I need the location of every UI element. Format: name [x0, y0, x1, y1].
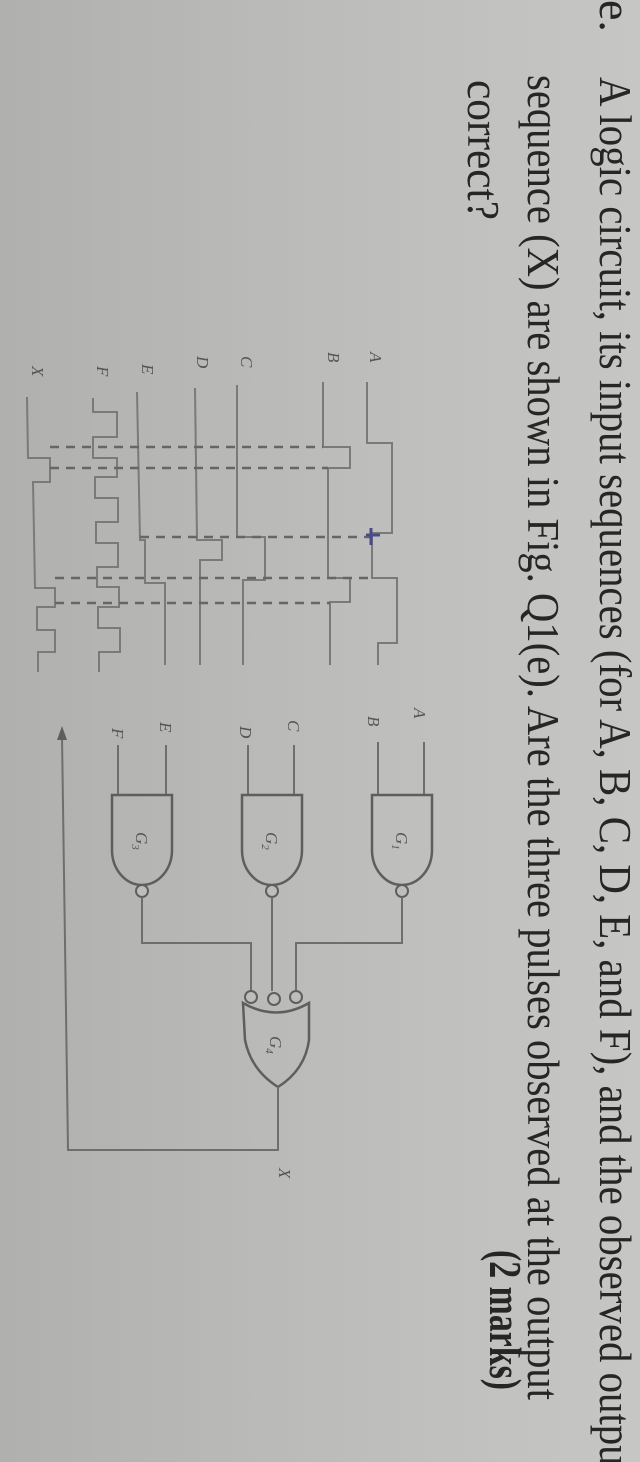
gate-label-g3: G3 — [129, 832, 151, 850]
gate-label-g4: G4 — [263, 1036, 285, 1054]
input-label-e: E — [156, 721, 175, 733]
pen-mark — [366, 528, 380, 545]
inverter-bubble-icon — [289, 990, 303, 1004]
output-feedback-wire — [61, 735, 279, 1151]
gate-label-g2: G2 — [259, 832, 281, 850]
timing-label-e: E — [138, 363, 157, 375]
wire-g3-to-g4 — [141, 897, 252, 991]
input-label-c: C — [284, 720, 303, 732]
question-line-2: sequence (X) are shown in Fig. Q1(e). Ar… — [518, 75, 569, 1400]
inverter-bubble-icon — [395, 884, 409, 898]
input-label-b: B — [364, 716, 383, 727]
input-label-f: F — [108, 727, 127, 739]
question-line-3: correct? — [458, 80, 509, 220]
waveform-d — [194, 387, 223, 665]
output-label-x: X — [275, 1167, 294, 1179]
wire-g1-to-g4 — [295, 897, 403, 991]
question-line-1: A logic circuit, its input sequences (fo… — [590, 77, 640, 1462]
timing-label-d: D — [193, 355, 212, 369]
waveform-x — [26, 396, 56, 672]
or-gate-g4 — [241, 1000, 311, 1089]
inverter-bubble-icon — [244, 990, 258, 1004]
waveform-e — [136, 391, 166, 665]
waveform-f — [92, 398, 121, 672]
timing-diagram: A B C D E F X — [26, 351, 398, 672]
gate-label-g1: G1 — [389, 832, 411, 850]
waveform-c — [236, 385, 266, 665]
timing-label-c: C — [237, 356, 256, 368]
input-label-a: A — [410, 707, 429, 719]
waveform-b — [322, 382, 351, 665]
logic-circuit: A B C D E F G1 G2 G3 G4 X — [57, 707, 434, 1179]
arrow-up-icon — [57, 726, 67, 740]
inverter-bubble-icon — [135, 884, 149, 898]
inverter-bubble-icon — [267, 992, 281, 1006]
question-label: e. — [590, 0, 640, 32]
inverter-bubble-icon — [265, 884, 279, 898]
timing-label-b: B — [324, 352, 343, 363]
timing-label-a: A — [366, 351, 385, 363]
question-block: e. A logic circuit, its input sequences … — [458, 0, 640, 1462]
input-label-d: D — [236, 725, 255, 739]
timing-label-x: X — [28, 365, 47, 377]
marks-label: (2 marks) — [480, 1250, 531, 1390]
waveform-a — [366, 382, 398, 665]
timing-label-f: F — [93, 365, 112, 377]
